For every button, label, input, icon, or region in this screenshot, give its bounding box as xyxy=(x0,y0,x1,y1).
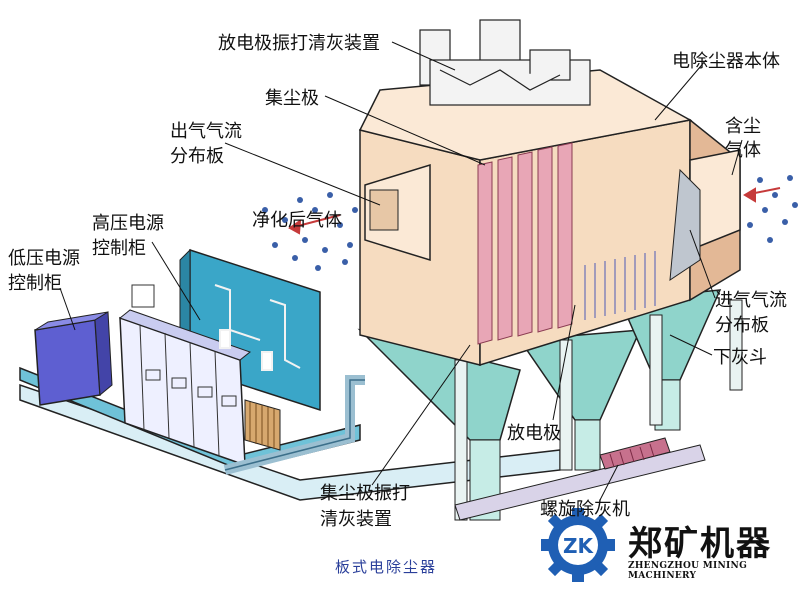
label-dust-gas-1: 含尘 xyxy=(725,115,761,138)
label-inlet-dist-2: 分布板 xyxy=(715,314,769,337)
label-hv-cabinet-1: 高压电源 xyxy=(92,212,164,235)
brand-name-cn: 郑矿机器 xyxy=(628,516,772,565)
brand-name-en: ZHENGZHOU MINING MACHINERY xyxy=(628,561,805,581)
label-outlet-dist-2: 分布板 xyxy=(170,145,224,168)
label-lv-cabinet-1: 低压电源 xyxy=(8,247,80,270)
label-clean-gas: 净化后气体 xyxy=(252,209,342,232)
label-lv-cabinet-2: 控制柜 xyxy=(8,272,62,295)
label-collector-rapper-1: 集尘极振打 xyxy=(320,482,410,505)
label-collector-rapper-2: 清灰装置 xyxy=(320,508,392,531)
figure-caption: 板式电除尘器 xyxy=(335,556,437,577)
brand-logo-letters: ZK xyxy=(563,534,595,558)
label-inlet-dist-1: 进气气流 xyxy=(715,289,787,312)
label-precipitator-body: 电除尘器本体 xyxy=(672,50,780,73)
label-hopper: 下灰斗 xyxy=(713,346,767,369)
top-rapping-housing xyxy=(420,20,590,105)
label-screw-conveyor: 螺旋除灰机 xyxy=(540,498,630,521)
label-collecting-electrode: 集尘极 xyxy=(265,87,319,110)
label-discharge-electrode: 放电极 xyxy=(507,422,561,445)
label-outlet-dist-1: 出气气流 xyxy=(170,120,242,143)
label-hv-cabinet-2: 控制柜 xyxy=(92,237,146,260)
label-dust-gas-2: 气体 xyxy=(725,139,761,162)
transformer xyxy=(245,400,280,450)
label-discharge-rapper: 放电极振打清灰装置 xyxy=(218,32,380,55)
collecting-plates xyxy=(478,143,572,344)
